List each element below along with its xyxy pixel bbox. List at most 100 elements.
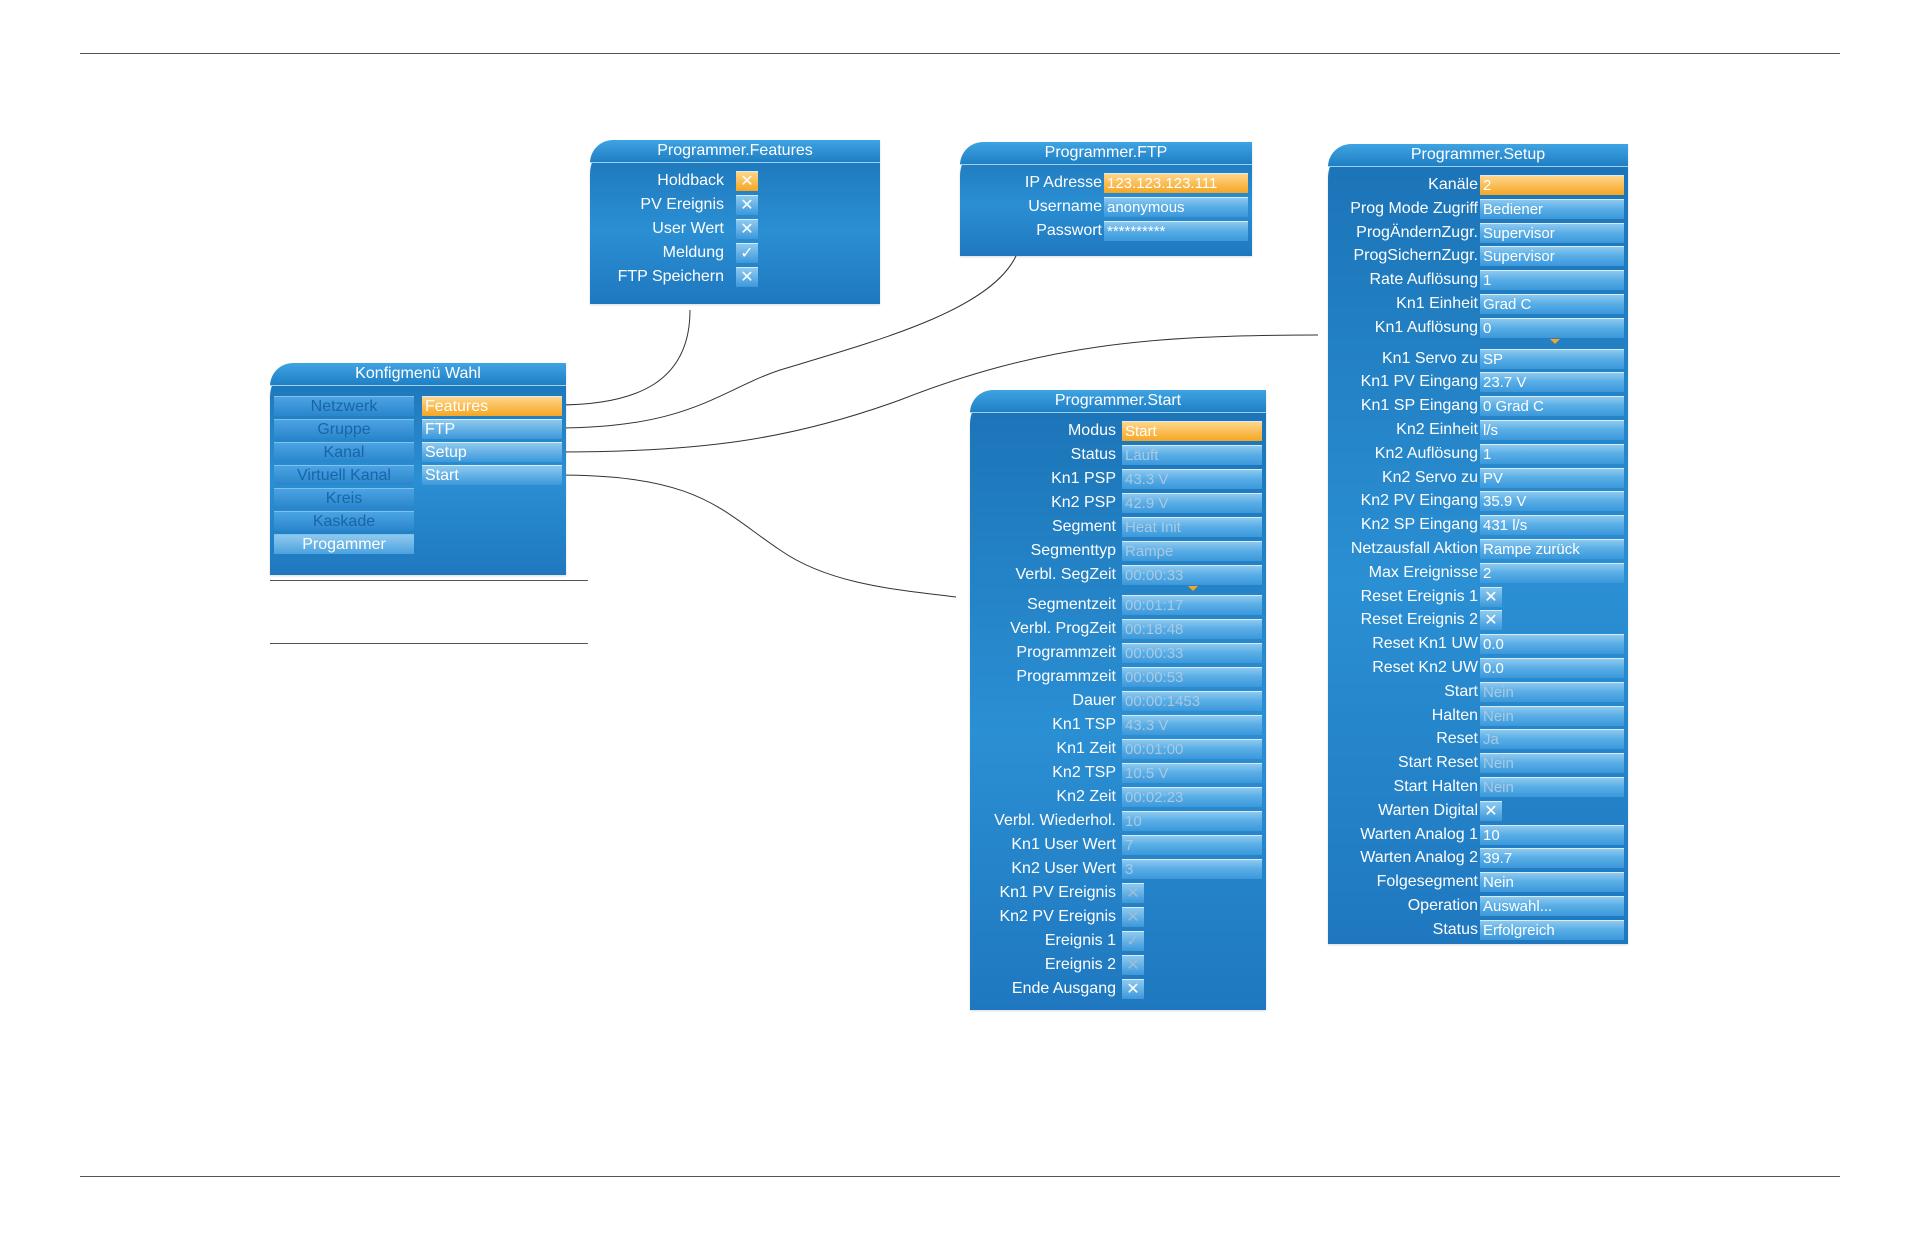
reset-ereignis-1-checkbox[interactable]: ✕ [1480, 586, 1502, 607]
progsichernzugr-field[interactable]: Supervisor [1480, 246, 1624, 267]
status-field[interactable]: Erfolgreich [1480, 919, 1624, 940]
kn1-pv-ereignis-checkbox[interactable]: ✕ [1122, 883, 1144, 903]
kn1-user-wert-field[interactable]: 7 [1122, 835, 1262, 855]
segmenttyp-field[interactable]: Rampe [1122, 541, 1262, 561]
halten-field[interactable]: Nein [1480, 705, 1624, 726]
programmzeit-field[interactable]: 00:00:33 [1122, 643, 1262, 663]
operation-field[interactable]: Auswahl... [1480, 896, 1624, 916]
progändernzugr-field[interactable]: Supervisor [1480, 222, 1624, 243]
ende-ausgang-checkbox[interactable]: ✕ [1122, 979, 1144, 999]
row-label: Ereignis 1 [1044, 932, 1116, 949]
ftp-speichern-checkbox[interactable]: ✕ [736, 267, 758, 287]
programmzeit-field[interactable]: 00:00:53 [1122, 667, 1262, 687]
menu-item-programmer[interactable]: Progammer [274, 534, 414, 554]
kn1-tsp-field[interactable]: 43.3 V [1122, 715, 1262, 735]
start-title: Programmer.Start [970, 390, 1266, 413]
prog-mode-zugriff-field[interactable]: Bediener [1480, 198, 1624, 219]
submenu-item-start[interactable]: Start [422, 465, 562, 485]
verbl-wiederhol-field[interactable]: 10 [1122, 811, 1262, 831]
user-wert-checkbox[interactable]: ✕ [736, 219, 758, 239]
setup-row-progsichernzugr: ProgSichernZugr.Supervisor [1328, 245, 1628, 267]
kn2-zeit-field[interactable]: 00:02:23 [1122, 787, 1262, 807]
ereignis-1-checkbox[interactable]: ✓ [1122, 931, 1144, 951]
verbl-progzeit-field[interactable]: 00:18:48 [1122, 619, 1262, 639]
kn2-pv-ereignis-checkbox[interactable]: ✕ [1122, 907, 1144, 927]
pv-ereignis-checkbox[interactable]: ✕ [736, 195, 758, 215]
dauer-field[interactable]: 00:00:1453 [1122, 691, 1262, 711]
connector-ftp [556, 255, 1017, 429]
username-field[interactable]: anonymous [1104, 197, 1248, 217]
kn2-einheit-field[interactable]: l/s [1480, 420, 1624, 440]
row-label: Meldung [662, 244, 724, 261]
submenu-item-features[interactable]: Features [422, 396, 562, 416]
start-field[interactable]: Nein [1480, 681, 1624, 702]
rate-auflösung-field[interactable]: 1 [1480, 270, 1624, 291]
kn1-pv-eingang-field[interactable]: 23.7 V [1480, 372, 1624, 393]
kn2-auflösung-field[interactable]: 1 [1480, 443, 1624, 464]
ip-adresse-field[interactable]: 123.123.123.111 [1104, 173, 1248, 193]
reset-kn1-uw-field[interactable]: 0.0 [1480, 634, 1624, 655]
menu-item-kaskade[interactable]: Kaskade [274, 511, 414, 531]
warten-analog-2-field[interactable]: 39.7 [1480, 848, 1624, 869]
meldung-checkbox[interactable]: ✓ [736, 243, 758, 263]
start-row-verbl-progzeit: Verbl. ProgZeit 00:18:48 [970, 618, 1266, 640]
kn2-psp-field[interactable]: 42.9 V [1122, 493, 1262, 513]
kn2-servo-zu-field[interactable]: PV [1480, 467, 1624, 488]
kn1-psp-field[interactable]: 43.3 V [1122, 469, 1262, 489]
holdback-checkbox[interactable]: ✕ [736, 171, 758, 191]
netzausfall-aktion-field[interactable]: Rampe zurück [1480, 539, 1624, 559]
row-label: Start Halten [1393, 778, 1478, 795]
row-label: Kn2 Zeit [1056, 788, 1116, 805]
reset-ereignis-2-checkbox[interactable]: ✕ [1480, 610, 1502, 631]
kn2-tsp-field[interactable]: 10.5 V [1122, 763, 1262, 783]
kanäle-field[interactable]: 2 [1480, 175, 1624, 195]
row-label: Warten Analog 1 [1360, 825, 1478, 843]
kn1-einheit-field[interactable]: Grad C [1480, 294, 1624, 314]
kn1-auflösung-field[interactable]: 0 [1480, 317, 1624, 338]
start-row-ende-ausgang: Ende Ausgang✕ [970, 978, 1266, 1000]
kn1-sp-eingang-field[interactable]: 0 Grad C [1480, 396, 1624, 417]
menu-item-gruppe[interactable]: Gruppe [274, 419, 414, 439]
submenu-item-ftp[interactable]: FTP [422, 419, 562, 439]
start-reset-field[interactable]: Nein [1480, 753, 1624, 774]
features-row-pv-ereignis: PV Ereignis ✕ [590, 194, 880, 216]
kn2-user-wert-field[interactable]: 3 [1122, 859, 1262, 879]
segmentzeit-field[interactable]: 00:01:17 [1122, 595, 1262, 615]
reset-field[interactable]: Ja [1480, 729, 1624, 750]
kn2-pv-eingang-field[interactable]: 35.9 V [1480, 491, 1624, 512]
status-field[interactable]: Läuft [1122, 445, 1262, 465]
segment-field[interactable]: Heat Init [1122, 517, 1262, 537]
bottom-rule [80, 1176, 1840, 1177]
folgesegment-field[interactable]: Nein [1480, 872, 1624, 893]
ereignis-2-checkbox[interactable]: ✕ [1122, 955, 1144, 975]
modus-field[interactable]: Start [1122, 421, 1262, 441]
row-label: Reset [1436, 730, 1478, 748]
reset-kn2-uw-field[interactable]: 0.0 [1480, 658, 1624, 678]
submenu-item-setup[interactable]: Setup [422, 442, 562, 462]
setup-title: Programmer.Setup [1328, 144, 1628, 167]
start-halten-field[interactable]: Nein [1480, 777, 1624, 797]
kn1-servo-zu-field[interactable]: SP [1480, 348, 1624, 369]
menu-item-kanal[interactable]: Kanal [274, 442, 414, 462]
kn2-sp-eingang-field[interactable]: 431 l/s [1480, 515, 1624, 536]
kn1-zeit-field[interactable]: 00:01:00 [1122, 739, 1262, 759]
passwort-field[interactable]: ********** [1104, 221, 1248, 241]
verbl-segzeit-field[interactable]: 00:00:33 [1122, 565, 1262, 585]
warten-digital-checkbox[interactable]: ✕ [1480, 800, 1502, 821]
menu-item-kreis[interactable]: Kreis [274, 488, 414, 508]
menu-item-virtuell-kanal[interactable]: Virtuell Kanal [274, 465, 414, 485]
menu-item-netzwerk[interactable]: Netzwerk [274, 396, 414, 416]
row-label: Verbl. ProgZeit [1010, 620, 1116, 637]
max-ereignisse-field[interactable]: 2 [1480, 562, 1624, 583]
start-row-ereignis-1: Ereignis 1 ✓ [970, 930, 1266, 952]
warten-analog-1-field[interactable]: 10 [1480, 824, 1624, 845]
